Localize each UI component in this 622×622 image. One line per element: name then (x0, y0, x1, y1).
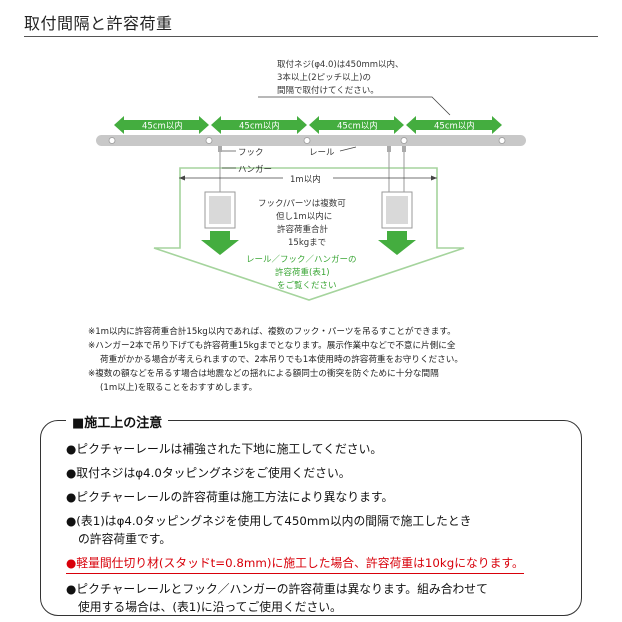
screw-note-leader (258, 96, 451, 116)
caution-item-warning: ●軽量間仕切り材(スタッドt=0.8mm)に施工した場合、許容荷重は10kgにな… (66, 554, 586, 574)
rail-label: レール (309, 148, 335, 158)
caution-title: ■施工上の注意 (66, 412, 169, 431)
caution-list: ●ピクチャーレールは補強された下地に施工してください。 ●取付ネジはφ4.0タッ… (66, 440, 586, 616)
note-line: ※複数の額などを吊るす場合は地震などの揺れによる額同士の衝突を防ぐために十分な間… (88, 369, 439, 379)
screw-note-line-1: 取付ネジ(φ4.0)は450mm以内、 (277, 59, 404, 70)
screw-mark (303, 137, 311, 144)
note-line: ※1m以内に許容荷重合計15kg以内であれば、複数のフック・パーツを吊るすことが… (88, 327, 456, 337)
left-hanging-assembly (201, 146, 239, 255)
screw-mark (498, 137, 506, 144)
span-arrowhead-left (179, 175, 185, 181)
segment-arrow-2 (211, 116, 307, 134)
picture-inner (386, 196, 408, 224)
load-note-line-3: 許容荷重合計 (277, 224, 329, 235)
segment-arrow-3 (309, 116, 404, 134)
load-note-line-2: 但し1m以内に (276, 211, 332, 222)
caution-warning-text: ●軽量間仕切り材(スタッドt=0.8mm)に施工した場合、許容荷重は10kgにな… (66, 554, 524, 574)
screw-note-line-2: 3本以上(2ピッチ以上)の (277, 72, 371, 83)
load-note-line-4: 15kgまで (288, 238, 326, 248)
segment-label-2: 45cm以内 (239, 121, 280, 132)
segment-label-3: 45cm以内 (337, 121, 378, 132)
green-note-line-1: レール／フック／ハンガーの (246, 254, 357, 265)
caution-item: の許容荷重です。 (78, 532, 172, 546)
caution-item: 使用する場合は、(表1)に沿ってご使用ください。 (78, 600, 342, 614)
title-divider (24, 36, 598, 37)
screw-note-line-3: 間隔で取付けてください。 (277, 85, 379, 96)
green-note-line-3: をご覧ください (277, 280, 337, 291)
hook (387, 146, 391, 152)
segment-label-4: 45cm以内 (434, 121, 475, 132)
hook-label: フック (238, 148, 264, 158)
span-arrowhead-right (431, 175, 437, 181)
picture-inner (209, 196, 231, 224)
note-line: 荷重がかかる場合が考えられますので、2本吊りでも1本使用時の許容荷重をお守りくだ… (100, 355, 463, 365)
rail-bar (96, 135, 526, 146)
segment-label-1: 45cm以内 (142, 121, 183, 132)
segment-arrows (114, 116, 502, 134)
screw-mark (108, 137, 116, 144)
caution-item: ●ピクチャーレールは補強された下地に施工してください。 (66, 442, 383, 456)
screw-marks (108, 137, 506, 144)
span-label: 1m以内 (290, 174, 321, 185)
rail-leader (339, 146, 357, 152)
caution-box (40, 420, 582, 616)
load-arrow-outline (153, 167, 465, 301)
rail-diagram: 取付ネジ(φ4.0)は450mm以内、 3本以上(2ピッチ以上)の 間隔で取付け… (96, 59, 526, 301)
green-note-line-2: 許容荷重(表1) (275, 267, 330, 278)
note-line: (1m以上)を取ることをおすすめします。 (100, 383, 258, 393)
hook (218, 146, 222, 152)
hanger-label: ハンガー (238, 164, 272, 175)
load-note-line-1: フック/パーツは複数可 (258, 198, 346, 209)
screw-mark (400, 137, 408, 144)
caution-item: ●取付ネジはφ4.0タッピングネジをご使用ください。 (66, 466, 351, 480)
down-arrow-left (201, 231, 239, 255)
caution-item: ●(表1)はφ4.0タッピングネジを使用して450mm以内の間隔で施工したとき (66, 514, 472, 528)
screw-mark (205, 137, 213, 144)
caution-item: ●ピクチャーレールとフック／ハンガーの許容荷重は異なります。組み合わせて (66, 582, 488, 596)
segment-arrow-4 (406, 116, 502, 134)
segment-arrow-1 (114, 116, 209, 134)
caution-item: ●ピクチャーレールの許容荷重は施工方法により異なります。 (66, 490, 394, 504)
notes-block: ※1m以内に許容荷重合計15kg以内であれば、複数のフック・パーツを吊るすことが… (88, 325, 558, 395)
right-hanging-assembly (378, 146, 416, 255)
page-title: 取付間隔と許容荷重 (24, 14, 173, 33)
down-arrow-right (378, 231, 416, 255)
hook (402, 146, 406, 152)
note-line: ※ハンガー2本で吊り下げても許容荷重15kgまでとなります。展示作業中などで不意… (88, 341, 456, 351)
